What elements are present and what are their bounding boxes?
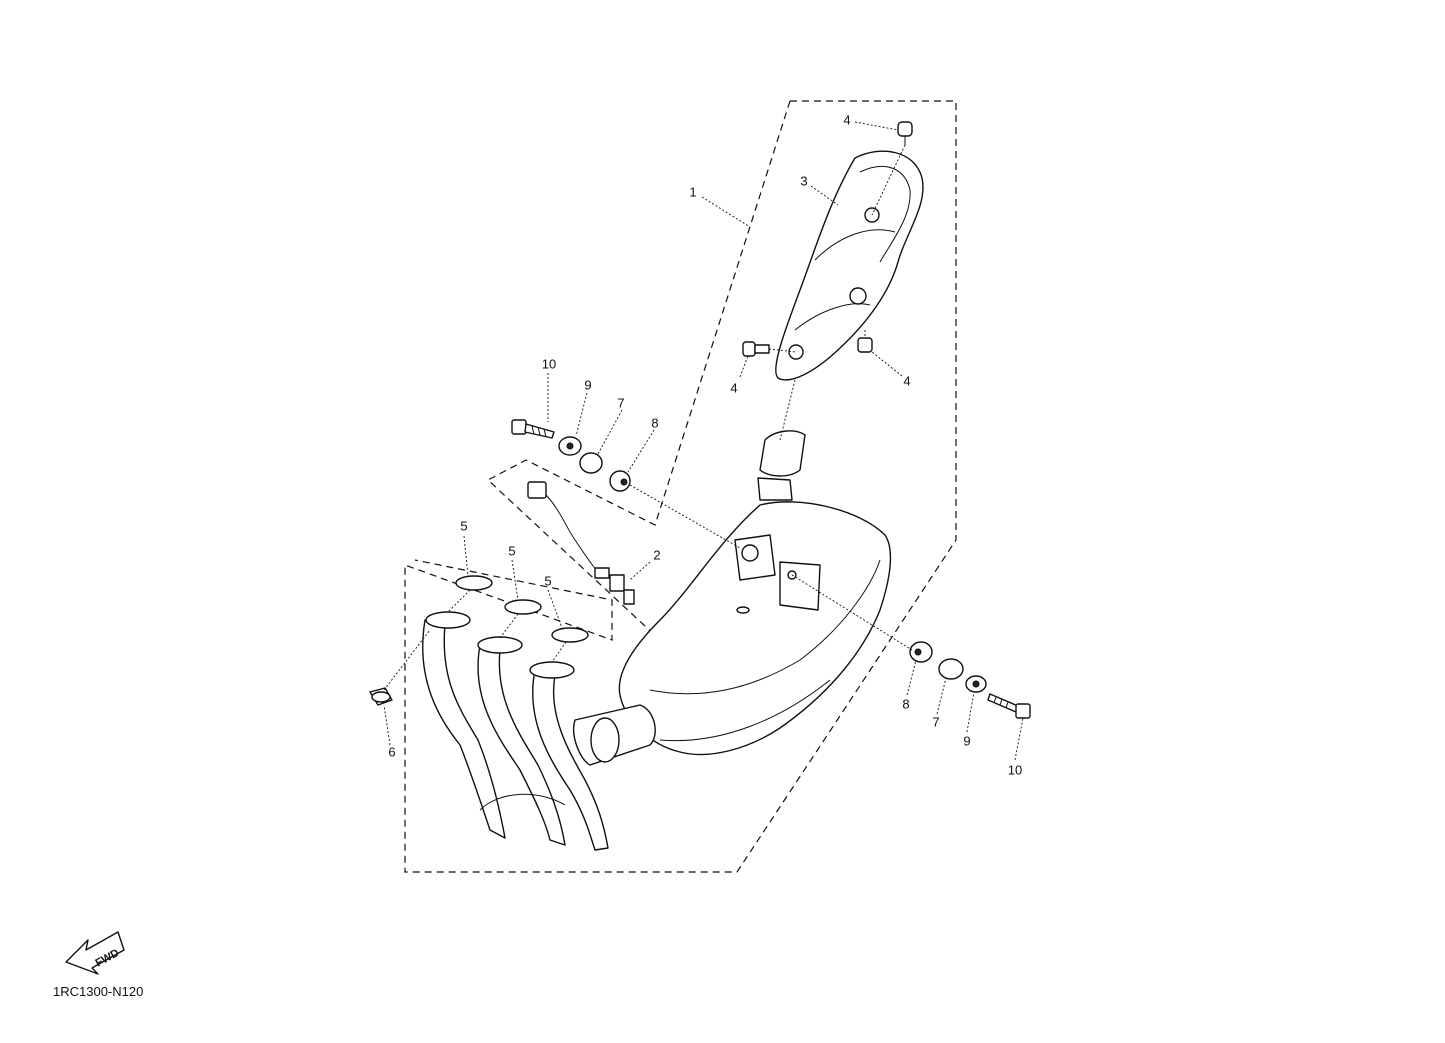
- callout-5-a: 5: [460, 518, 467, 533]
- callout-9-left: 9: [584, 377, 591, 392]
- callout-8-left: 8: [651, 415, 658, 430]
- forward-direction-arrow: FWD: [65, 931, 125, 975]
- callout-5-b: 5: [508, 543, 515, 558]
- callout-10-right: 10: [1008, 762, 1022, 777]
- callout-5-c: 5: [544, 573, 551, 588]
- callout-8-right: 8: [902, 696, 909, 711]
- grommet-left: [579, 452, 603, 474]
- assembly-boundary: [404, 100, 957, 873]
- callout-4-right: 4: [903, 373, 910, 388]
- muffler: [618, 430, 892, 756]
- flange-nut: [369, 687, 393, 706]
- callouts: 1 3 4 4 4 10 9 7 8 2 5 5 5 6 8 7 9 10: [388, 112, 1022, 777]
- gasket-3: [551, 627, 589, 643]
- callout-9-right: 9: [963, 733, 970, 748]
- leader-lines: [383, 121, 1024, 761]
- grommet-right: [938, 658, 964, 680]
- gasket-2: [504, 599, 542, 615]
- bolt-right: [987, 693, 1031, 719]
- callout-4-top: 4: [843, 112, 850, 127]
- collar-right: [909, 641, 933, 663]
- washer-right-hole: [972, 680, 980, 688]
- shield-screw-top: [897, 121, 913, 145]
- callout-4-left: 4: [730, 380, 737, 395]
- collar-left: [609, 470, 631, 492]
- bolt-left: [511, 419, 555, 439]
- callout-7-right: 7: [932, 714, 939, 729]
- callout-10-left: 10: [542, 356, 556, 371]
- diagram-code: 1RC1300-N120: [53, 984, 143, 999]
- callout-6: 6: [388, 744, 395, 759]
- header-pipes: [422, 611, 656, 851]
- callout-3: 3: [800, 173, 807, 188]
- oxygen-sensor: [527, 481, 635, 605]
- gasket-1: [455, 575, 493, 591]
- collar-left-hole: [620, 478, 628, 486]
- washer-left-hole: [566, 442, 574, 450]
- shield-screw-left: [742, 341, 770, 357]
- assembly-boundary-upper: [486, 100, 791, 641]
- heat-shield: [775, 150, 924, 381]
- callout-7-left: 7: [617, 395, 624, 410]
- callout-1: 1: [689, 184, 696, 199]
- callout-2: 2: [653, 547, 660, 562]
- shield-screw-right: [857, 337, 873, 353]
